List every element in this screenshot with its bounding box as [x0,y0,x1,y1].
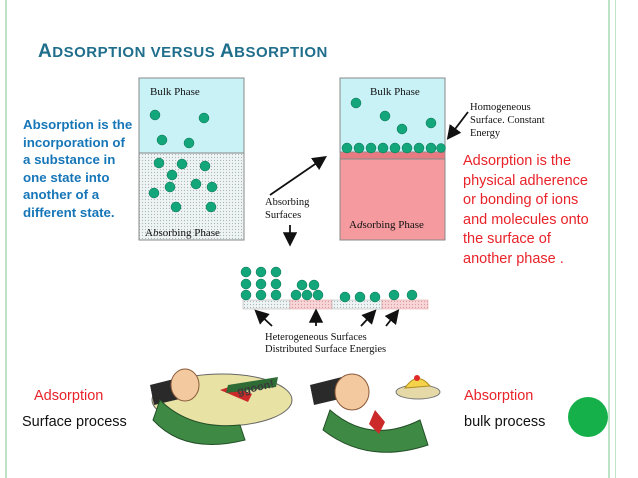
frame-line-left [5,0,7,478]
molecule [183,137,195,149]
heterogeneous-label-1: Heterogeneous Surfaces [265,332,367,343]
homogeneous-label-3: Energy [470,128,501,139]
absorbing-surfaces-label-2: Surfaces [265,210,301,221]
molecule [176,158,188,170]
right-molecules [341,97,446,154]
molecule [396,123,408,135]
heterogeneous-surface [240,266,429,310]
frame-line-right [608,0,610,478]
left-bulk-phase-label: Bulk Phase [150,86,200,98]
adsorption-title: Adsorption [34,388,104,404]
left-absorbing-phase-label: Absorbing Phase [145,227,220,239]
heterogeneous-label-2: Distributed Surface Energies [265,344,386,355]
molecule [166,169,178,181]
absorption-title: Absorption [464,388,534,404]
adsorption-definition: Adsorption is the physical adherence or … [463,153,589,267]
green-dot [568,397,608,437]
heterogeneous-arrows [254,308,400,327]
cartoon-absorption-figure [310,373,441,453]
slide-title: ADSORPTION VERSUS ABSORPTION [38,41,328,62]
molecule [341,142,353,154]
molecule [206,181,218,193]
molecule [198,112,210,124]
molecule [148,187,160,199]
molecule [153,157,165,169]
molecule [377,142,389,154]
molecule [425,117,437,129]
molecule [389,142,401,154]
molecule [379,110,391,122]
molecule [164,181,176,193]
right-bulk-phase-label: Bulk Phase [370,86,420,98]
homogeneous-label-2: Surface. Constant [470,115,545,126]
adsorption-subtitle: Surface process [22,414,127,430]
molecule [401,142,413,154]
absorption-definition: Absorption is the incorporation of a sub… [23,117,133,220]
molecule [149,109,161,121]
molecule [190,178,202,190]
left-molecules [148,109,218,213]
absorbing-surfaces-label-1: Absorbing [265,197,310,208]
homogeneous-arrow [446,111,469,140]
homogeneous-label-1: Homogeneous [470,102,531,113]
absorption-subtitle: bulk process [464,414,546,430]
molecule [350,97,362,109]
molecule [170,201,182,213]
cartoon-adsorption-figure: ggoon! [150,368,293,445]
frame-line-right-thin [615,0,616,478]
molecule [205,201,217,213]
molecule [353,142,365,154]
surface-arrow [269,155,327,196]
molecule [156,134,168,146]
molecule [199,160,211,172]
molecule [425,142,437,154]
absorption-box: Bulk Phase Absorbing Phase [138,77,245,241]
molecule [436,143,446,153]
right-adsorbing-phase-label: Adsorbing Phase [349,219,424,231]
molecule [413,142,425,154]
adsorption-box: Bulk Phase Adsorbing Phase [339,77,446,241]
molecule [365,142,377,154]
